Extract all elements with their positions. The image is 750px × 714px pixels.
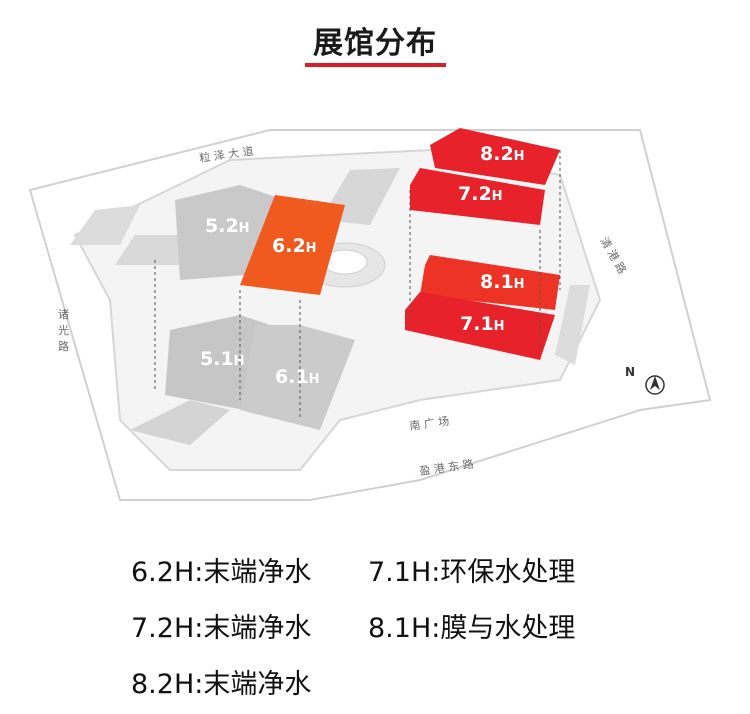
hall-7-1[interactable]	[405, 292, 555, 360]
legend-item-7-1: 7.1H:环保水处理	[368, 557, 576, 588]
hall-label-6-1: 6.1H	[275, 366, 320, 388]
svg-text:N: N	[625, 365, 635, 379]
hall-8-1[interactable]	[420, 255, 560, 310]
hall-label-7-2: 7.2H	[458, 183, 503, 205]
hall-label-5-1: 5.1H	[200, 348, 245, 370]
road-label-left: 诸光路	[58, 308, 69, 353]
hall-label-7-1: 7.1H	[460, 313, 505, 335]
guide-lines	[154, 150, 561, 420]
hall-label-8-1: 8.1H	[480, 271, 525, 293]
road-label-south-plaza: 南 广 场	[408, 414, 450, 433]
hall-6-1[interactable]	[240, 325, 355, 430]
legend-item-7-2: 7.2H:末端净水	[131, 613, 312, 644]
compass-icon: N	[625, 365, 665, 395]
hall-label-6-2: 6.2H	[272, 235, 317, 257]
title-underline	[305, 63, 446, 67]
building-strip	[115, 235, 195, 265]
building-strip	[70, 205, 140, 245]
hall-5-2[interactable]	[175, 185, 285, 280]
legend-item-8-2: 8.2H:末端净水	[131, 669, 312, 700]
building-strip	[130, 400, 230, 445]
hall-label-5-2: 5.2H	[205, 215, 250, 237]
hall-6-2[interactable]	[240, 195, 345, 295]
legend-item-6-2: 6.2H:末端净水	[131, 557, 312, 588]
page-title: 展馆分布	[313, 26, 437, 61]
legend-item-8-1: 8.1H:膜与水处理	[368, 613, 576, 644]
hall-label-8-2: 8.2H	[480, 143, 525, 165]
hall-8-2[interactable]	[430, 128, 560, 185]
building-strip	[555, 285, 590, 365]
hall-7-2[interactable]	[410, 168, 545, 225]
